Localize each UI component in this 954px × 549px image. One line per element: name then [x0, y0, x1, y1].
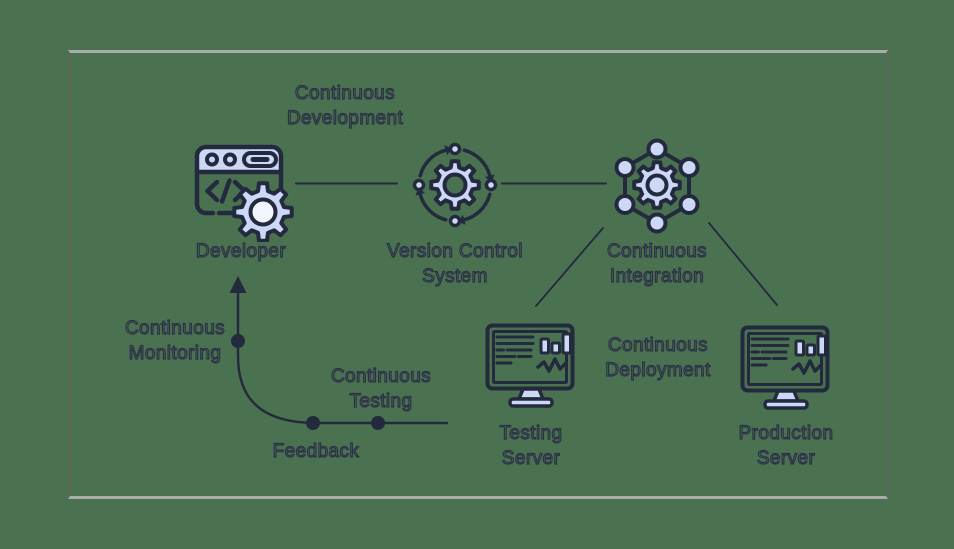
bar-chart-icon	[805, 343, 816, 357]
developer-icon	[194, 144, 294, 242]
node-dot-icon	[646, 138, 668, 160]
label-continuous-testing: Continuous Testing	[330, 365, 432, 412]
feedback-point-dot	[306, 416, 320, 430]
node-dot-icon	[646, 212, 668, 234]
monitor-base-icon	[763, 399, 809, 410]
testing-server-icon	[485, 323, 575, 408]
bar-chart-icon	[561, 332, 572, 355]
pulse-line-icon	[791, 359, 822, 375]
label-continuous-integration: Continuous Integration	[606, 240, 708, 287]
browser-dot-icon	[223, 152, 237, 167]
production-server-icon	[740, 325, 830, 410]
bar-chart-icon	[539, 337, 550, 355]
text-lines-icon	[495, 335, 535, 365]
version-control-icon	[412, 142, 498, 228]
browser-dot-icon	[205, 152, 219, 167]
label-developer: Developer	[195, 240, 287, 262]
label-feedback: Feedback	[272, 440, 360, 462]
diagram-frame	[68, 50, 888, 499]
label-continuous-monitoring: Continuous Monitoring	[124, 317, 226, 364]
feedback-arrow-icon	[229, 276, 247, 293]
gear-icon	[632, 160, 682, 210]
bar-chart-icon	[816, 334, 827, 357]
label-continuous-development: Continuous Development	[286, 82, 404, 129]
monitoring-point-dot	[231, 334, 245, 348]
label-version-control-system: Version Control System	[386, 240, 523, 287]
label-production-server: Production Server	[738, 422, 834, 469]
label-testing-server: Testing Server	[499, 422, 563, 469]
node-dot-icon	[614, 157, 636, 178]
code-brackets-icon	[205, 178, 247, 204]
continuous-integration-icon	[614, 138, 700, 234]
testing-point-dot	[371, 416, 385, 430]
bar-chart-icon	[794, 339, 805, 357]
bar-chart-icon	[550, 341, 561, 355]
node-dot-icon	[678, 194, 700, 215]
node-dot-icon	[678, 157, 700, 178]
connector-integration-production-server	[708, 222, 778, 306]
connector-integration-testing-server	[535, 227, 604, 307]
monitor-base-icon	[508, 397, 554, 408]
label-continuous-deployment: Continuous Deployment	[605, 334, 711, 381]
node-dot-icon	[614, 194, 636, 215]
text-lines-icon	[750, 337, 790, 367]
pulse-line-icon	[536, 357, 567, 373]
